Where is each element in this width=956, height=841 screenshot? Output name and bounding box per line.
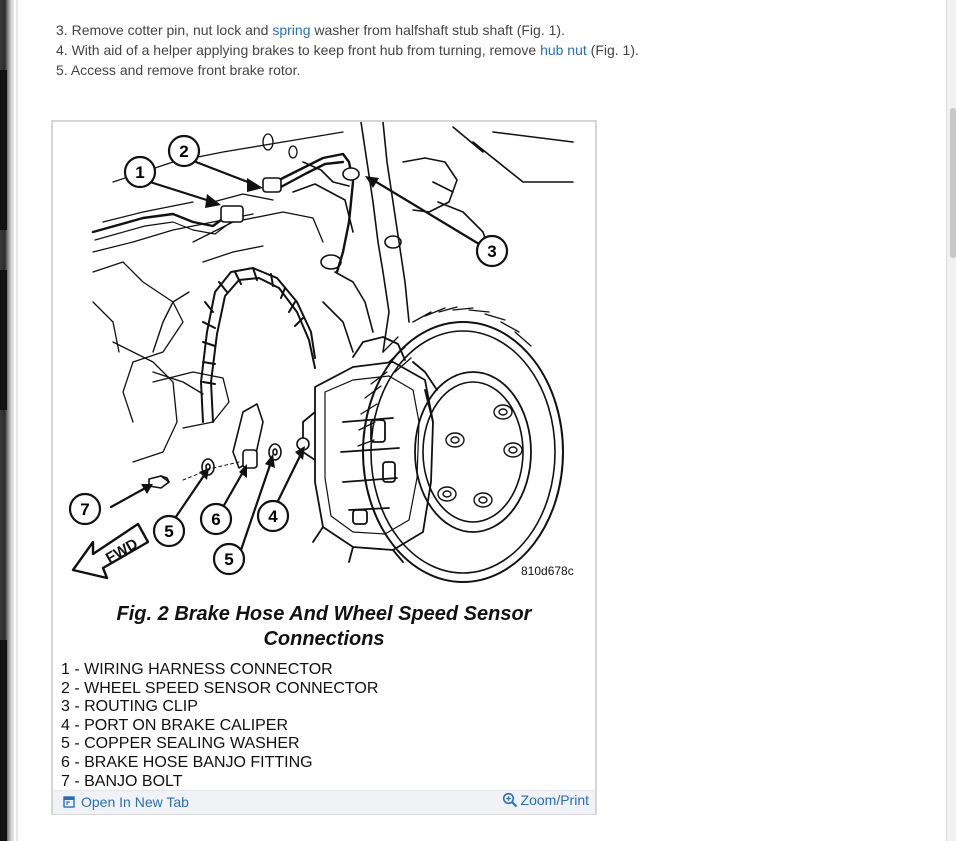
- svg-text:6: 6: [211, 510, 220, 529]
- scrollbar-thumb[interactable]: [950, 108, 956, 258]
- legend-item: 5 - COPPER SEALING WASHER: [61, 735, 300, 753]
- forward-arrow: FWD: [71, 522, 150, 580]
- procedure-steps: 3. Remove cotter pin, nut lock and sprin…: [56, 20, 926, 80]
- routing-clip: [342, 167, 360, 181]
- legend-item: 3 - ROUTING CLIP: [61, 698, 198, 716]
- wiring-harness-connector: [220, 205, 244, 223]
- legend-item: 2 - WHEEL SPEED SENSOR CONNECTOR: [61, 679, 379, 697]
- callout-leaders: [109, 160, 481, 552]
- step-4: 4. With aid of a helper applying brakes …: [56, 40, 926, 60]
- callout-5b: 5: [212, 542, 246, 576]
- brake-caliper: [302, 336, 438, 563]
- content-left-border: [16, 0, 18, 841]
- knuckle-strut: [292, 122, 574, 353]
- zoom-print-label: Zoom/Print: [520, 792, 589, 808]
- magnifier-icon: [502, 792, 517, 808]
- arrowheads: [141, 176, 379, 494]
- scrollbar-track[interactable]: [946, 0, 956, 841]
- step-text: With aid of a helper applying brakes to …: [71, 42, 541, 58]
- step-text: washer from halfshaft stub shaft (Fig. 1…: [310, 22, 565, 38]
- step-number: 4.: [56, 42, 68, 58]
- svg-text:1: 1: [135, 163, 144, 182]
- callout-1: 1: [123, 155, 157, 189]
- svg-text:2: 2: [179, 142, 188, 161]
- callout-5a: 5: [152, 514, 186, 548]
- window-left-edge: [0, 0, 14, 841]
- callout-2: 2: [167, 134, 201, 168]
- figure-footer: Open In New Tab Zoom/Print: [53, 790, 595, 814]
- step-3: 3. Remove cotter pin, nut lock and sprin…: [56, 20, 926, 40]
- svg-text:7: 7: [80, 500, 89, 519]
- svg-text:4: 4: [268, 507, 278, 526]
- step-5: 5. Access and remove front brake rotor.: [56, 60, 926, 80]
- zoom-print-link[interactable]: Zoom/Print: [502, 792, 589, 808]
- brake-hose: [152, 267, 316, 423]
- sensor-connector: [262, 177, 282, 193]
- open-in-new-tab-link[interactable]: Open In New Tab: [63, 794, 189, 810]
- step-text: Access and remove front brake rotor.: [70, 62, 301, 78]
- step-text: (Fig. 1).: [586, 42, 639, 58]
- callout-4: 4: [256, 499, 290, 533]
- step-number: 5.: [56, 62, 68, 78]
- callout-3: 3: [475, 234, 509, 268]
- brake-rotor: [357, 306, 564, 583]
- brake-hose-diagram[interactable]: FWD 1 2 3 4 5 5 6 7 810d678c: [53, 122, 595, 592]
- legend-item: 4 - PORT ON BRAKE CALIPER: [61, 716, 289, 734]
- figure-card: FWD 1 2 3 4 5 5 6 7 810d678c Fig. 2 Brak…: [51, 120, 597, 815]
- legend-item: 1 - WIRING HARNESS CONNECTOR: [61, 661, 333, 678]
- callout-6: 6: [199, 502, 233, 536]
- callout-labels: 1 2 3 4 5 5 6 7: [68, 134, 509, 576]
- callout-7: 7: [68, 492, 102, 526]
- step-text: Remove cotter pin, nut lock and: [71, 22, 273, 38]
- figure-legend: 1 - WIRING HARNESS CONNECTOR 2 - WHEEL S…: [61, 661, 581, 791]
- wheel-speed-sensor-wire: [91, 152, 355, 274]
- banjo-parts: [148, 403, 310, 489]
- legend-item: 6 - BRAKE HOSE BANJO FITTING: [61, 753, 313, 771]
- open-window-icon: [63, 796, 75, 808]
- svg-text:5: 5: [224, 550, 233, 569]
- svg-text:3: 3: [487, 242, 496, 261]
- image-code: 810d678c: [521, 564, 574, 578]
- step-number: 3.: [56, 22, 68, 38]
- svg-text:5: 5: [164, 522, 173, 541]
- frame-background: [92, 131, 344, 463]
- open-in-new-tab-label: Open In New Tab: [81, 794, 189, 810]
- legend-item: 7 - BANJO BOLT: [61, 772, 183, 790]
- figure-caption: Fig. 2 Brake Hose And Wheel Speed Sensor…: [116, 603, 532, 650]
- hub-nut-link[interactable]: hub nut: [540, 42, 587, 58]
- spring-link[interactable]: spring: [272, 22, 311, 38]
